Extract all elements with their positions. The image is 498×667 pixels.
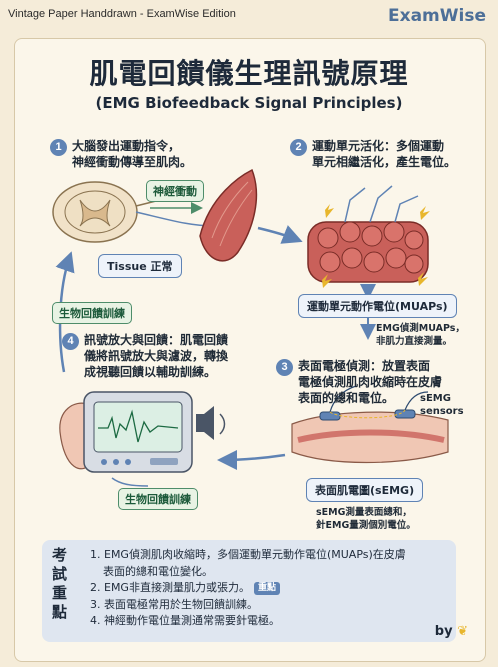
semg-note-line: sEMG測量表面總和， bbox=[316, 507, 412, 518]
semg-label: 表面肌電圖(sEMG) bbox=[306, 478, 424, 502]
muaps-note-line: 非肌力直接測量。 bbox=[376, 336, 453, 347]
step-text: 單元相繼活化，產生電位。 bbox=[312, 155, 457, 169]
step-text: 大腦發出運動指令， bbox=[72, 139, 181, 153]
step-text: 儀將訊號放大與濾波，轉換 bbox=[84, 349, 229, 363]
exam-item: 1. EMG偵測肌肉收縮時，多個運動單元動作電位(MUAPs)在皮膚 bbox=[90, 548, 406, 561]
exam-item-text: 2. EMG非直接測量肌力或張力。 bbox=[90, 581, 250, 594]
semg-note: sEMG測量表面總和， 針EMG量測個別電位。 bbox=[316, 506, 416, 532]
key-point-badge: 重點 bbox=[253, 581, 280, 595]
step-text: 訊號放大與回饋：肌電回饋 bbox=[84, 333, 229, 347]
brand-logo: ExamWise bbox=[388, 6, 486, 26]
step-text: 電極偵測肌肉收縮時在皮膚 bbox=[298, 375, 443, 389]
step-number: 4 bbox=[62, 333, 79, 350]
signature: by ❦ bbox=[435, 624, 468, 639]
exam-points-list: 1. EMG偵測肌肉收縮時，多個運動單元動作電位(MUAPs)在皮膚 表面的總和… bbox=[90, 547, 406, 630]
exam-heading-char: 點 bbox=[52, 603, 68, 621]
semg-note-line: 針EMG量測個別電位。 bbox=[316, 520, 416, 531]
step-number: 3 bbox=[276, 359, 293, 376]
step-text: 神經衝動傳導至肌肉。 bbox=[72, 155, 193, 169]
muaps-note-line: EMG偵測MUAPs， bbox=[376, 323, 465, 334]
exam-points-box bbox=[42, 540, 456, 642]
page-subtitle: (EMG Biofeedback Signal Principles) bbox=[95, 94, 403, 112]
step-text: 表面電極偵測：放置表面 bbox=[298, 359, 431, 373]
exam-item: 3. 表面電極常用於生物回饋訓練。 bbox=[90, 597, 258, 611]
step-number: 1 bbox=[50, 139, 67, 156]
bio-feedback-label: 生物回饋訓練 bbox=[52, 302, 132, 324]
muscle-icon bbox=[199, 168, 258, 262]
exam-heading-char: 重 bbox=[52, 584, 68, 602]
step-text: 運動單元活化：多個運動 bbox=[312, 139, 445, 153]
spinal-cord-icon bbox=[52, 181, 161, 243]
page-title: 肌電回饋儀生理訊號原理 bbox=[89, 57, 409, 90]
nerve-impulse-label: 神經衝動 bbox=[146, 180, 204, 202]
emg-device-icon bbox=[59, 391, 226, 473]
bio-feedback-bottom-label: 生物回饋訓練 bbox=[118, 488, 198, 510]
signature-text: by bbox=[434, 624, 453, 639]
muaps-label: 運動單元動作電位(MUAPs) bbox=[298, 294, 457, 318]
banana-icon: ❦ bbox=[457, 624, 468, 639]
semg-sensors-line: sEMG bbox=[420, 393, 451, 404]
step-number: 2 bbox=[290, 139, 307, 156]
tissue-label: Tissue 正常 bbox=[98, 254, 182, 278]
exam-points-heading: 考 試 重 點 bbox=[52, 546, 72, 622]
exam-heading-char: 試 bbox=[52, 565, 68, 583]
exam-item: 2. EMG非直接測量肌力或張力。重點 bbox=[90, 580, 406, 597]
semg-sensors-line: sensors bbox=[420, 406, 464, 417]
semg-sensors-label: sEMG sensors bbox=[420, 392, 464, 418]
step-text: 表面的總和電位。 bbox=[298, 391, 395, 405]
exam-item: 4. 神經動作電位量測通常需要針電極。 bbox=[90, 614, 280, 627]
muaps-note: EMG偵測MUAPs， 非肌力直接測量。 bbox=[376, 322, 465, 348]
exam-item: 表面的總和電位變化。 bbox=[103, 564, 213, 578]
edition-note: Vintage Paper Handdrawn - ExamWise Editi… bbox=[8, 8, 236, 20]
exam-heading-char: 考 bbox=[52, 546, 68, 564]
step-text: 成視聽回饋以輔助訓練。 bbox=[84, 365, 217, 379]
motor-unit-bundle-icon bbox=[307, 185, 430, 288]
skin-electrode-icon bbox=[291, 385, 449, 464]
